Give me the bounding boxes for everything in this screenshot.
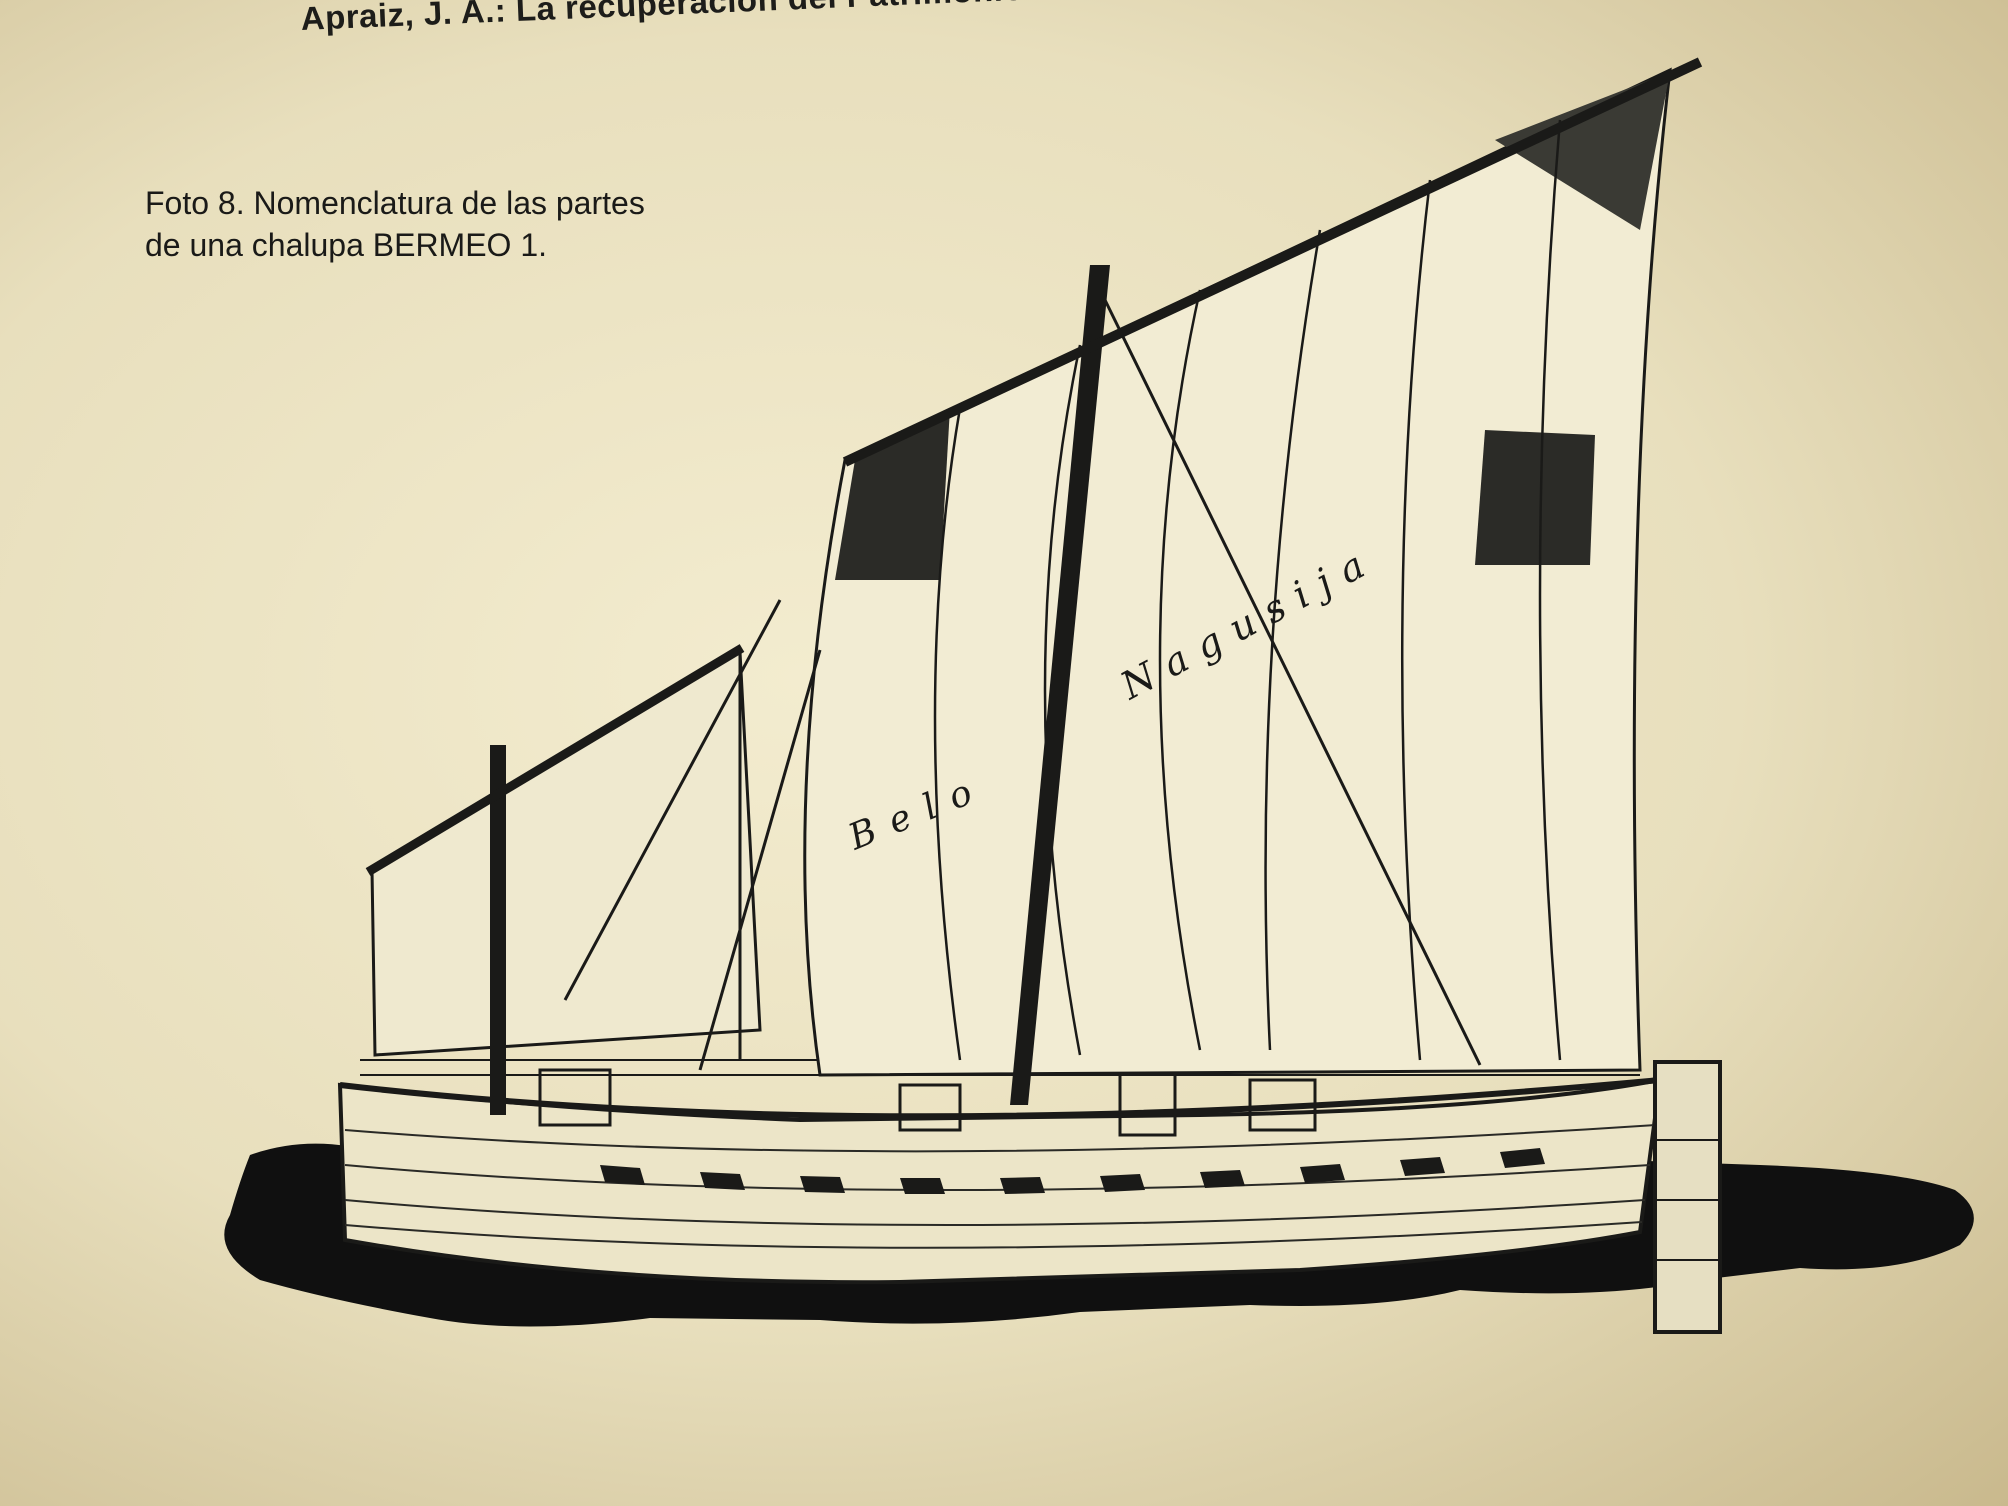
hull-planking [344, 1124, 1656, 1249]
mainsail-reef-patch-1 [835, 408, 950, 580]
fore-mast [490, 745, 506, 1115]
fore-yard [365, 644, 745, 876]
rudder-bands [1655, 1139, 1720, 1261]
foresail [370, 649, 762, 1057]
hull [337, 1077, 1663, 1285]
thwart-pattern [600, 1148, 1545, 1194]
main-yard [842, 57, 1703, 467]
caption-line-1: Foto 8. Nomenclatura de las partes [145, 185, 645, 221]
mainsail-reef-patch-3 [1495, 72, 1670, 230]
rigging [563, 299, 1482, 1071]
main-mast [1010, 265, 1110, 1105]
caption-line-2: de una chalupa BERMEO 1. [145, 227, 548, 263]
mainsail-reef-patch-2 [1475, 430, 1595, 565]
rudder [1653, 1060, 1722, 1334]
gunwale [339, 1077, 1661, 1120]
figure-caption: Foto 8. Nomenclatura de las partes de un… [145, 182, 765, 266]
